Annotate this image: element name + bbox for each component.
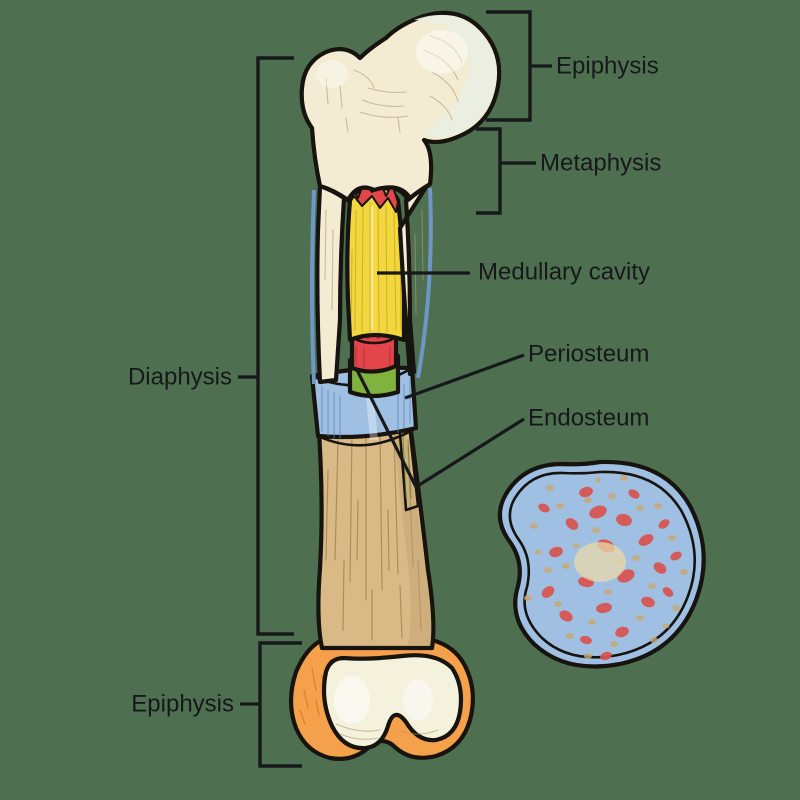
medullary-cavity-label: Medullary cavity	[478, 258, 650, 285]
red-marrow-texture	[355, 346, 391, 368]
annotation-epiphysis-top[interactable]: Epiphysis	[486, 10, 659, 122]
periosteum-line-right	[416, 187, 433, 379]
shaft-texture	[325, 429, 422, 641]
epiphysis-bottom-label: Epiphysis	[131, 690, 234, 717]
annotation-medullary-cavity[interactable]: Medullary cavity	[377, 258, 650, 285]
metaphysis-label: Metaphysis	[540, 149, 661, 176]
cross-section-trabeculae	[524, 475, 688, 661]
neck-texture	[345, 87, 409, 133]
annotation-diaphysis[interactable]: Diaphysis	[128, 56, 294, 636]
periosteum-leader	[404, 353, 525, 400]
periosteum-label: Periosteum	[528, 340, 649, 367]
annotation-endosteum[interactable]: Endosteum	[415, 404, 649, 489]
trochanter-highlight	[316, 60, 348, 88]
annotation-periosteum[interactable]: Periosteum	[404, 340, 649, 400]
annotation-metaphysis[interactable]: Metaphysis	[476, 127, 661, 215]
periosteum-bottom-lip	[317, 426, 417, 447]
periosteum-texture	[321, 378, 411, 440]
head-highlight	[416, 30, 468, 74]
periosteum-highlight	[366, 398, 378, 440]
distal-epiphysis	[288, 637, 476, 761]
proximal-epiphysis	[299, 10, 502, 203]
periosteum-line-left	[310, 189, 316, 385]
endosteum-layer	[397, 422, 420, 512]
femoral-head-cartilage	[414, 14, 496, 137]
bone-cross-section-inset	[497, 459, 706, 669]
long-bone-illustration	[288, 10, 502, 761]
cross-section-compact-bone	[508, 470, 697, 659]
epiphysis-top-label: Epiphysis	[556, 52, 659, 79]
endosteum-label: Endosteum	[528, 404, 649, 431]
distal-cartilage-highlights	[334, 676, 439, 740]
cross-section-center	[574, 542, 626, 582]
metaphysis-bracket	[476, 127, 502, 215]
annotation-epiphysis-bottom[interactable]: Epiphysis	[131, 641, 302, 768]
diaphysis-label: Diaphysis	[128, 363, 232, 390]
head-texture	[325, 35, 463, 121]
endosteum-inner-pointer	[354, 367, 418, 488]
endosteum-leader	[415, 417, 525, 489]
diaphysis-bracket	[256, 56, 294, 636]
